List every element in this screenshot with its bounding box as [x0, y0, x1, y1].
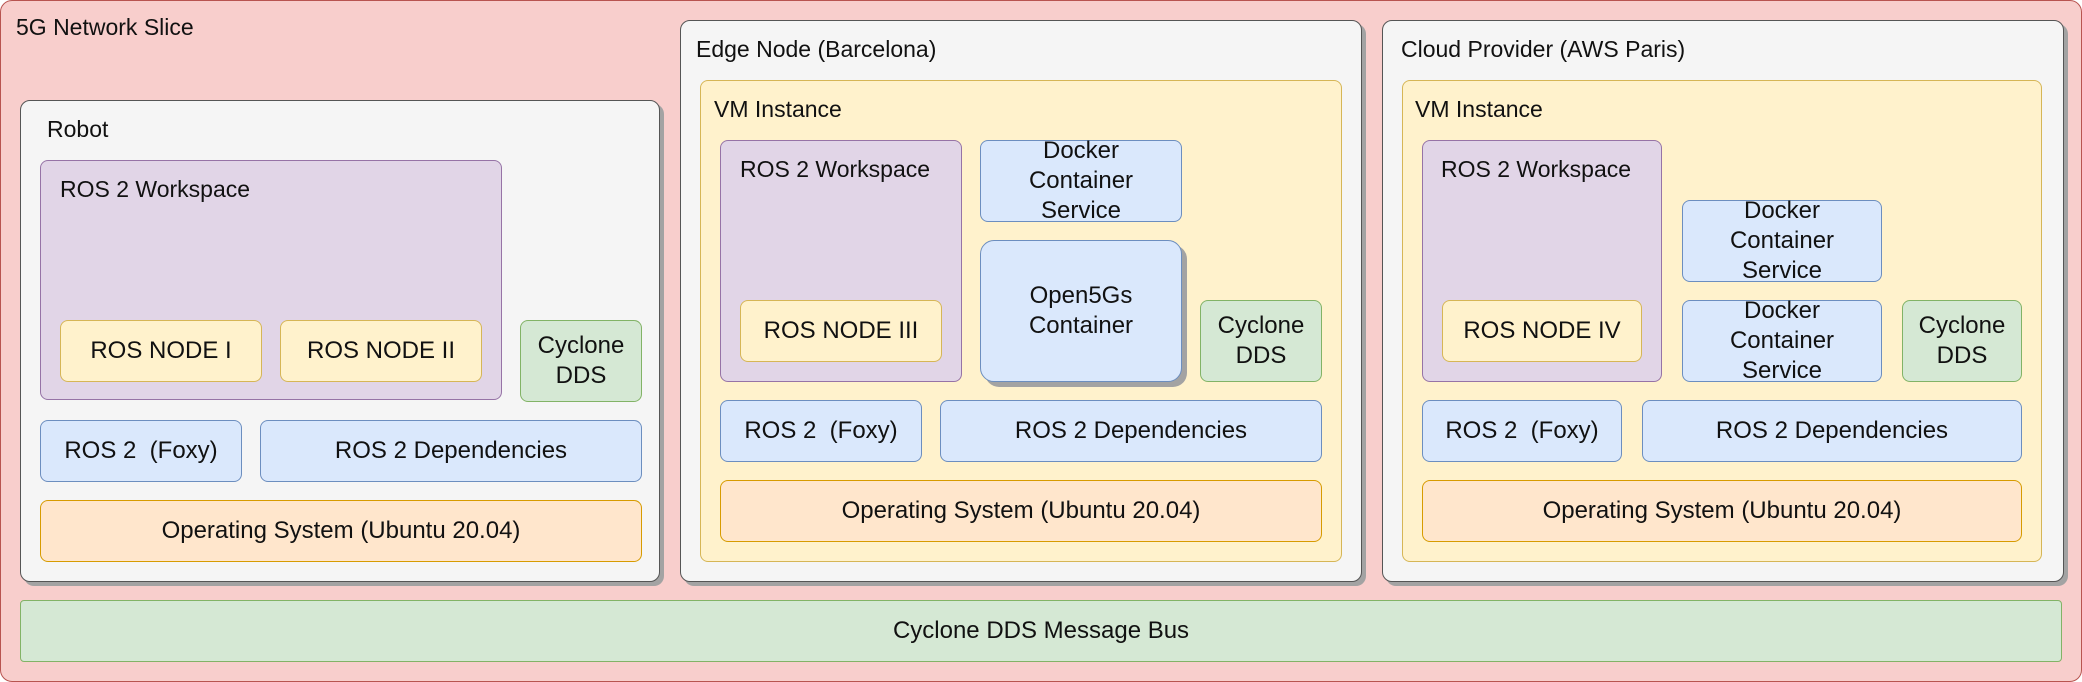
cloud-operating-system: Operating System (Ubuntu 20.04)	[1422, 480, 2022, 542]
robot-ros2-dependencies: ROS 2 Dependencies	[260, 420, 642, 482]
edge-cyclone-dds: Cyclone DDS	[1200, 300, 1322, 382]
cloud-docker-container-service-1: Docker Container Service	[1682, 197, 1882, 284]
edge-ros2-foxy: ROS 2 (Foxy)	[720, 400, 922, 462]
edge-docker-container-service: Docker Container Service	[980, 137, 1182, 224]
cloud-ros2-foxy: ROS 2 (Foxy)	[1422, 400, 1622, 462]
edge-ros2-dependencies: ROS 2 Dependencies	[940, 400, 1322, 462]
edge-workspace-title: ROS 2 Workspace	[740, 156, 931, 182]
robot-cyclone-dds: Cyclone DDS	[520, 320, 642, 402]
cyclone-dds-message-bus: Cyclone DDS Message Bus	[20, 600, 2062, 662]
robot-workspace-title: ROS 2 Workspace	[60, 176, 251, 202]
open5gs-container: Open5Gs Container	[980, 240, 1182, 382]
ros-node-i: ROS NODE I	[60, 320, 262, 382]
robot-ros2-foxy: ROS 2 (Foxy)	[40, 420, 242, 482]
edge-node-title: Edge Node (Barcelona)	[696, 36, 937, 62]
ros-node-ii: ROS NODE II	[280, 320, 482, 382]
edge-operating-system: Operating System (Ubuntu 20.04)	[720, 480, 1322, 542]
cloud-vm-title: VM Instance	[1415, 96, 1543, 122]
cloud-ros2-dependencies: ROS 2 Dependencies	[1642, 400, 2022, 462]
cloud-provider-title: Cloud Provider (AWS Paris)	[1401, 36, 1686, 62]
ros-node-iii: ROS NODE III	[740, 300, 942, 362]
cloud-cyclone-dds: Cyclone DDS	[1902, 300, 2022, 382]
robot-operating-system: Operating System (Ubuntu 20.04)	[40, 500, 642, 562]
network-slice-title: 5G Network Slice	[16, 14, 194, 40]
ros-node-iv: ROS NODE IV	[1442, 300, 1642, 362]
edge-vm-title: VM Instance	[714, 96, 842, 122]
cloud-docker-container-service-2: Docker Container Service	[1682, 297, 1882, 384]
robot-title: Robot	[47, 116, 109, 142]
cloud-workspace-title: ROS 2 Workspace	[1441, 156, 1632, 182]
